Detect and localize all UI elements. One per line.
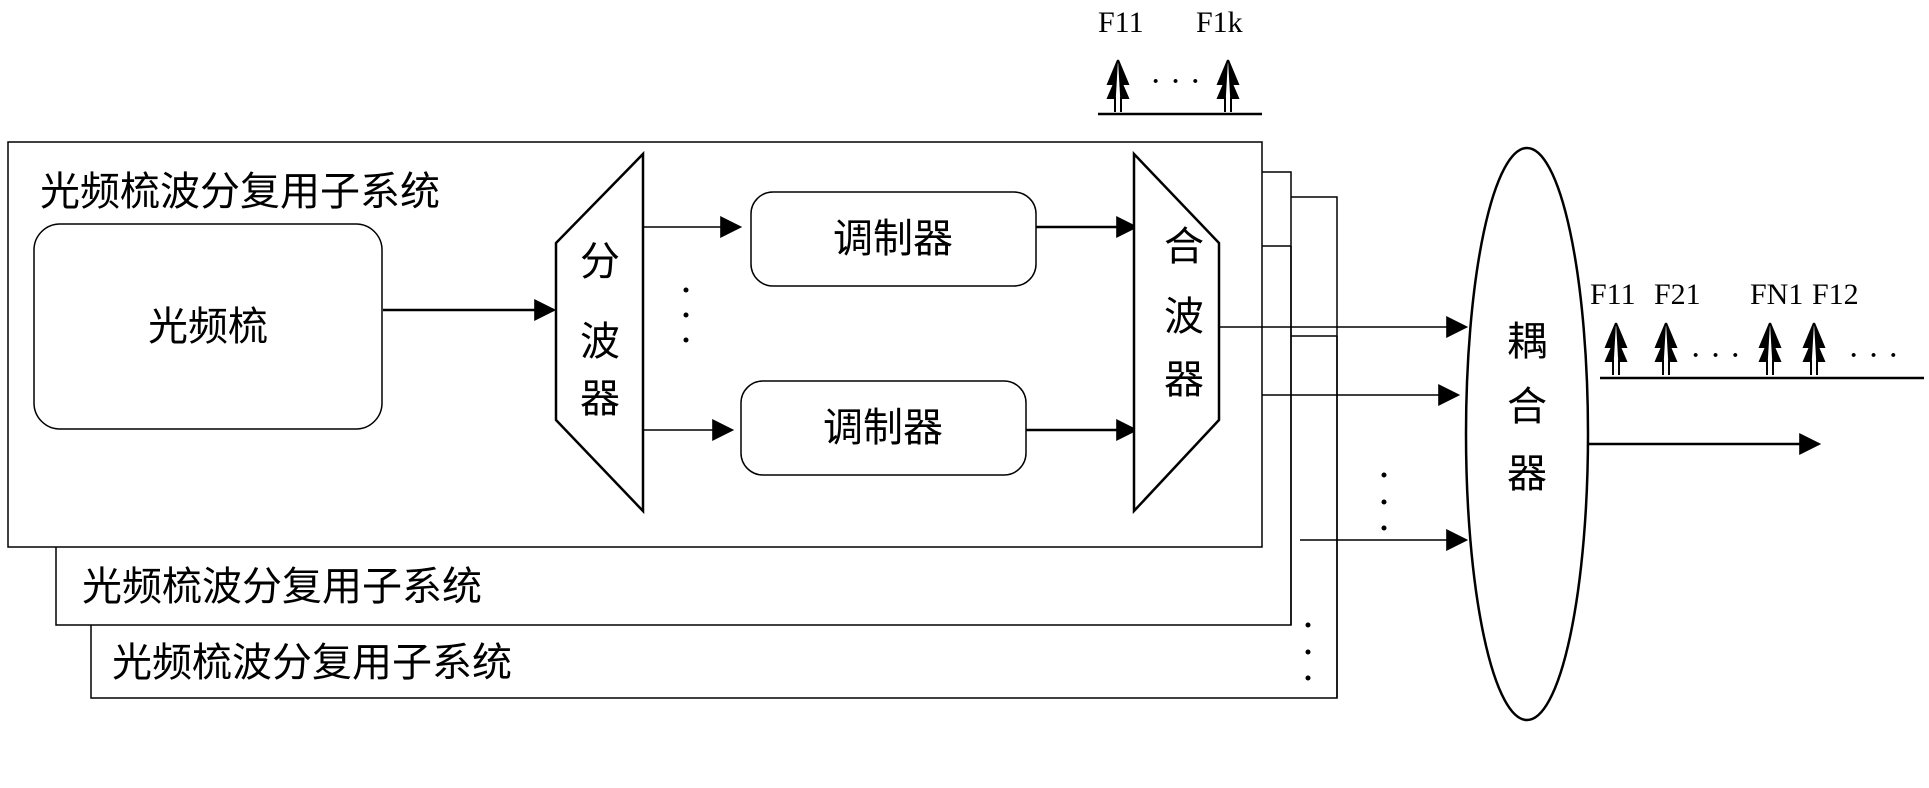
coupler-block: 耦 合 器 bbox=[1466, 148, 1588, 720]
demux-char-3: 器 bbox=[580, 376, 620, 422]
right-spectrum-trailing-ellipsis: · · · bbox=[1848, 337, 1899, 374]
mux-char-3: 器 bbox=[1164, 357, 1204, 403]
modulator-bottom-label: 调制器 bbox=[823, 405, 943, 451]
top-spectrum: · · · F11 F1k bbox=[1098, 6, 1262, 114]
right-freq-label-f21: F21 bbox=[1654, 278, 1701, 311]
top-spectrum-ellipsis: · · · bbox=[1150, 63, 1201, 100]
mux-char-2: 波 bbox=[1164, 294, 1204, 340]
coupler-char-2: 合 bbox=[1507, 384, 1547, 430]
right-freq-label-f12: F12 bbox=[1812, 278, 1859, 311]
top-freq-label-f11: F11 bbox=[1098, 6, 1144, 39]
demux-char-1: 分 bbox=[580, 239, 620, 285]
coupler-char-3: 器 bbox=[1507, 451, 1547, 497]
subsystem-title-front: 光频梳波分复用子系统 bbox=[40, 169, 440, 215]
input-ellipsis bbox=[1382, 473, 1387, 531]
right-freq-label-f11: F11 bbox=[1590, 278, 1636, 311]
top-freq-label-f1k: F1k bbox=[1196, 6, 1243, 39]
optical-comb-label: 光频梳 bbox=[148, 304, 268, 350]
subsystem-title-middle: 光频梳波分复用子系统 bbox=[82, 564, 482, 610]
modulator-top-label: 调制器 bbox=[833, 216, 953, 262]
right-freq-label-fn1: FN1 bbox=[1750, 278, 1803, 311]
optical-comb-block: 光频梳 bbox=[34, 224, 382, 429]
demux-char-2: 波 bbox=[580, 319, 620, 365]
subsystem-title-back: 光频梳波分复用子系统 bbox=[112, 640, 512, 686]
right-spectrum: · · · · · · F11 F21 FN1 F12 bbox=[1590, 278, 1924, 378]
mux-char-1: 合 bbox=[1164, 224, 1204, 270]
modulator-bottom: 调制器 bbox=[741, 381, 1026, 475]
modulator-top: 调制器 bbox=[751, 192, 1036, 286]
right-spectrum-ellipsis: · · · bbox=[1690, 337, 1741, 374]
coupler-char-1: 耦 bbox=[1507, 319, 1547, 365]
